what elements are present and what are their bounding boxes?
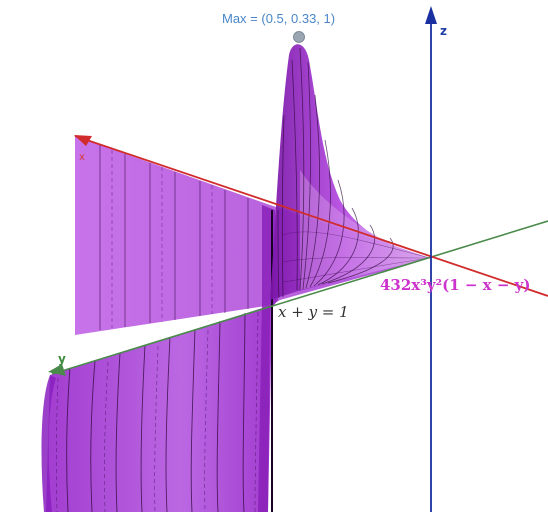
surface-grid-back — [99, 145, 249, 330]
axis-x — [74, 135, 548, 297]
max-point[interactable] — [293, 31, 305, 43]
surface-lower-edge — [41, 375, 56, 512]
surface-grid-lower — [66, 312, 246, 513]
surface-lower-sheet — [46, 305, 272, 512]
x-axis-label: x — [79, 152, 85, 163]
line-label: x + y = 1 — [278, 303, 349, 321]
surface-back-sheet — [75, 136, 430, 335]
axis-z — [425, 6, 437, 512]
z-axis-label: z — [440, 24, 447, 38]
max-point-label: Max = (0.5, 0.33, 1) — [222, 11, 336, 26]
axis-y — [48, 220, 548, 376]
function-label: 432x³y²(1 − x − y) — [380, 276, 531, 294]
y-axis-label: y — [58, 352, 66, 366]
